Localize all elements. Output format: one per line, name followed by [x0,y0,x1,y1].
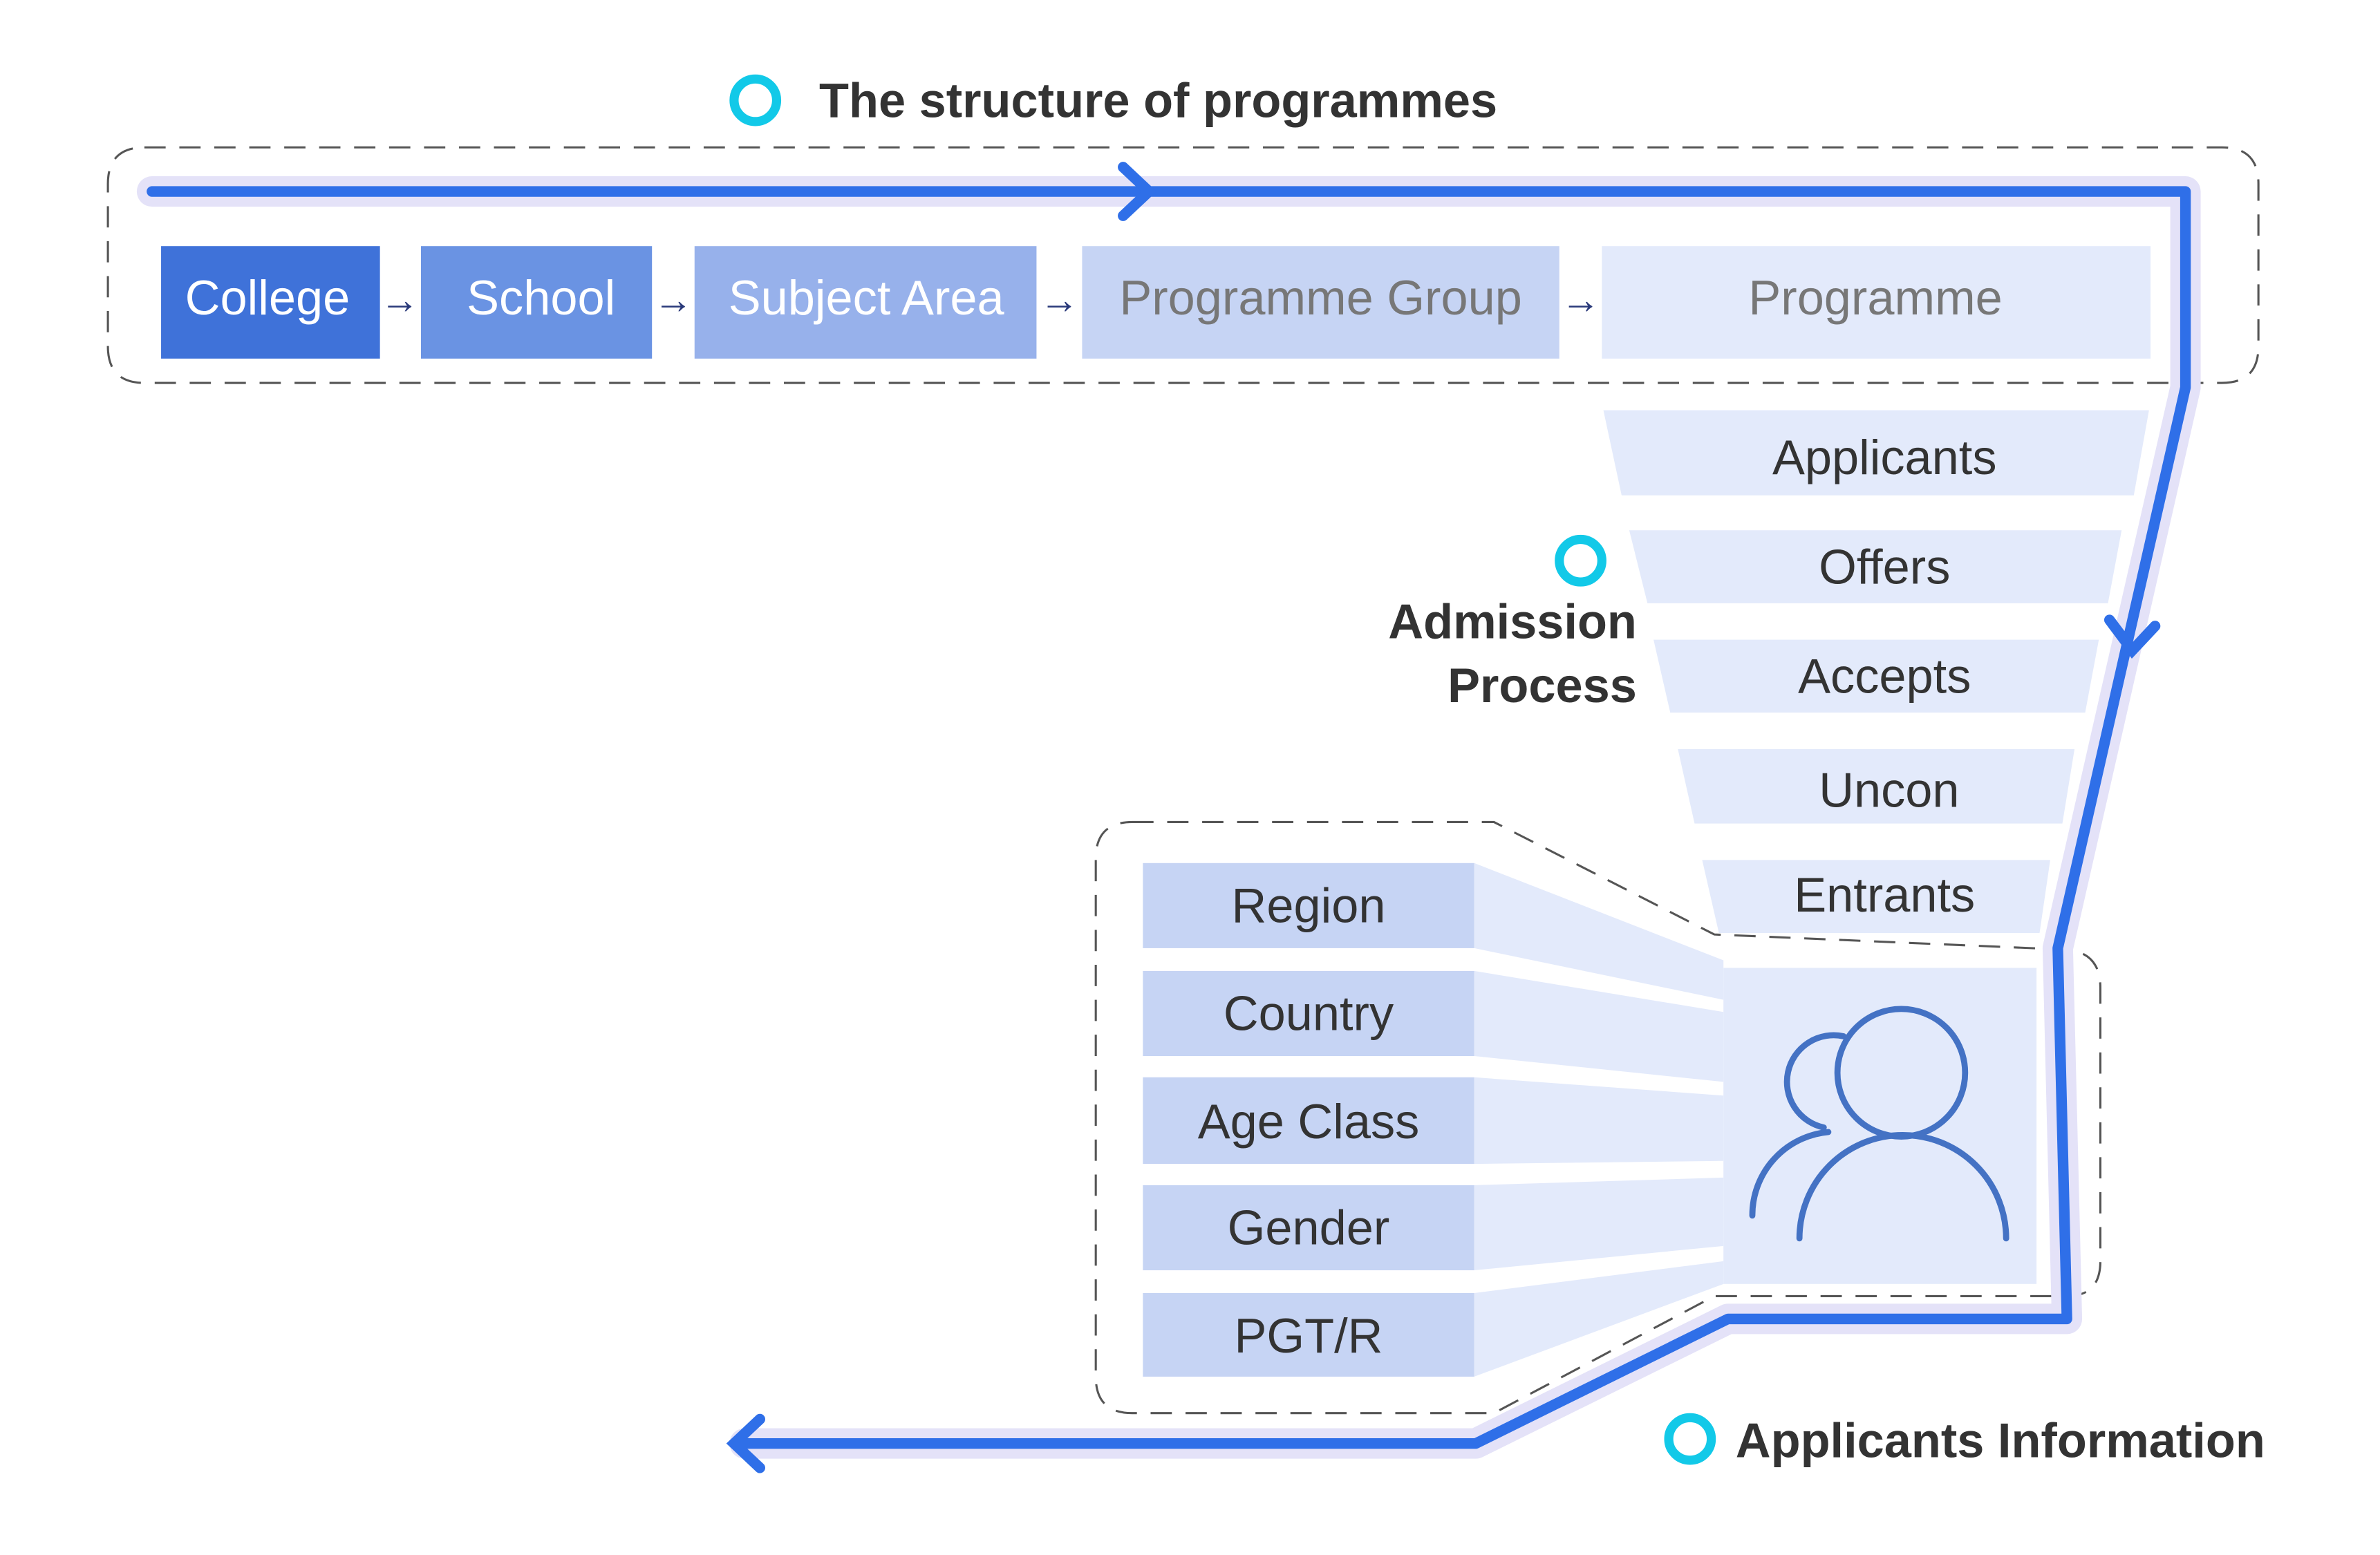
attribute-box-country [1143,970,1474,1057]
funnel-stage-uncon [1678,748,2075,824]
flow-arrow-down [2103,614,2161,659]
funnel-label-entrants: Entrants [1794,867,1975,922]
level-label-subject-area: Subject Area [729,270,1005,325]
funnel-label-uncon: Uncon [1819,762,1959,817]
attribute-beam-gender [1474,1177,1724,1271]
funnel-stage-accepts [1653,639,2099,713]
level-label-programme-group: Programme Group [1119,270,1522,325]
admission-title-line2: Process [1447,658,1637,713]
funnel-label-accepts: Accepts [1798,649,1971,704]
attribute-beam-age-class [1474,1077,1724,1165]
flow-line [147,186,2191,1449]
level-arrow-1: → [380,278,420,322]
attribute-box-pgtr [1143,1293,1474,1377]
structure-dashed-frame [106,146,2260,384]
applicant-attributes: Region Country Age Class Gender PGT/R [1143,863,2037,1377]
level-box-college [161,246,380,359]
level-label-programme: Programme [1748,270,2002,325]
attribute-box-gender [1143,1185,1474,1271]
hierarchy-levels: College School Subject Area Programme Gr… [161,246,2151,359]
funnel-stage-entrants [1702,860,2050,933]
level-box-subject-area [694,246,1037,359]
applicants-ring-icon [1664,1413,1716,1465]
level-arrow-3: → [1040,278,1079,322]
level-arrow-2: → [653,278,693,322]
attribute-box-region [1143,863,1474,948]
level-box-programme [1602,246,2151,359]
flow-arrow-left [726,1413,765,1473]
attribute-label-gender: Gender [1228,1200,1390,1255]
flow-arrow-right [1118,162,1157,221]
attribute-beam-pgtr [1474,1261,1724,1377]
level-label-college: College [185,270,350,325]
funnel-stage-applicants [1603,410,2149,496]
admission-funnel: Applicants Offers Accepts Uncon Entrants [1603,410,2149,933]
attribute-beam-country [1474,970,1724,1082]
funnel-label-applicants: Applicants [1772,430,1997,484]
attribute-beam-region [1474,863,1724,1000]
funnel-stage-offers [1629,530,2122,603]
level-label-school: School [467,270,615,325]
attribute-label-country: Country [1224,986,1394,1041]
applicants-title: Applicants Information [1736,1413,2265,1467]
level-box-school [421,246,653,359]
level-box-programme-group [1082,246,1559,359]
level-arrow-4: → [1561,278,1600,322]
funnel-label-offers: Offers [1819,539,1950,594]
attribute-label-pgtr: PGT/R [1235,1308,1383,1363]
users-icon [1749,1006,2009,1242]
attribute-label-age-class: Age Class [1198,1094,1420,1149]
attribute-box-age-class [1143,1077,1474,1165]
structure-ring-icon [729,74,782,126]
applicant-user-panel [1723,968,2037,1284]
admission-ring-icon [1555,534,1606,587]
structure-title: The structure of programmes [819,73,1497,127]
admission-title-line1: Admission [1388,594,1637,648]
attribute-label-region: Region [1232,878,1386,933]
